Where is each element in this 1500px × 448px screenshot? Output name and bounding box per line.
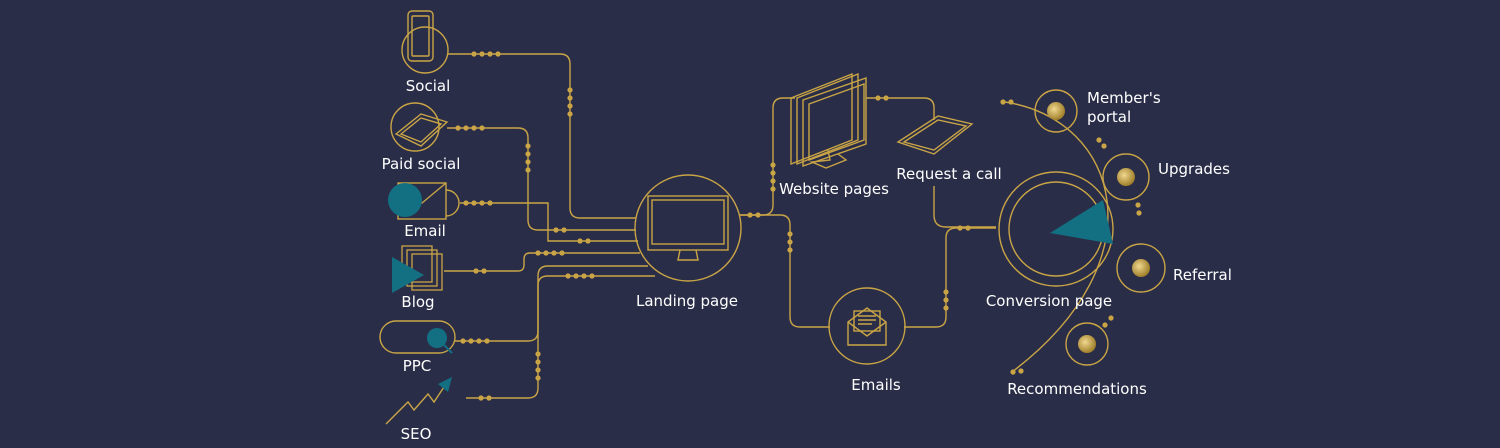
members-portal-label: Member's portal: [1087, 89, 1161, 126]
connector-lines: [444, 53, 1109, 399]
blog-icon: [392, 245, 443, 293]
request-call-label: Request a call: [896, 165, 1002, 183]
conversion-page-icon: [998, 171, 1114, 287]
email-icon: [388, 182, 460, 220]
landing-page-icon: [634, 174, 742, 282]
blog-label: Blog: [401, 293, 435, 311]
website-pages-label: Website pages: [779, 180, 889, 198]
ppc-label: PPC: [402, 357, 432, 375]
landing-page-label: Landing page: [635, 292, 739, 310]
referral-label: Referral: [1173, 266, 1232, 284]
connector-dots: [455, 51, 1142, 401]
recommendations-label: Recommendations: [1007, 380, 1147, 398]
upgrades-node: [1102, 153, 1150, 201]
emails-icon: [828, 287, 906, 365]
paid-social-label: Paid social: [381, 155, 461, 173]
members-portal-node: [1034, 89, 1078, 133]
paid-social-icon: [390, 102, 449, 152]
seo-icon: [385, 377, 452, 425]
email-label: Email: [404, 222, 446, 240]
ppc-icon: [379, 320, 456, 354]
seo-label: SEO: [400, 425, 432, 443]
upgrades-label: Upgrades: [1158, 160, 1230, 178]
recommendations-node: [1065, 322, 1109, 366]
request-call-icon: [896, 115, 974, 155]
social-icon: [401, 10, 449, 74]
conversion-page-label: Conversion page: [985, 292, 1113, 310]
website-pages-icon: [790, 72, 867, 169]
emails-label: Emails: [851, 376, 901, 394]
referral-node: [1116, 243, 1166, 293]
social-label: Social: [405, 77, 451, 95]
